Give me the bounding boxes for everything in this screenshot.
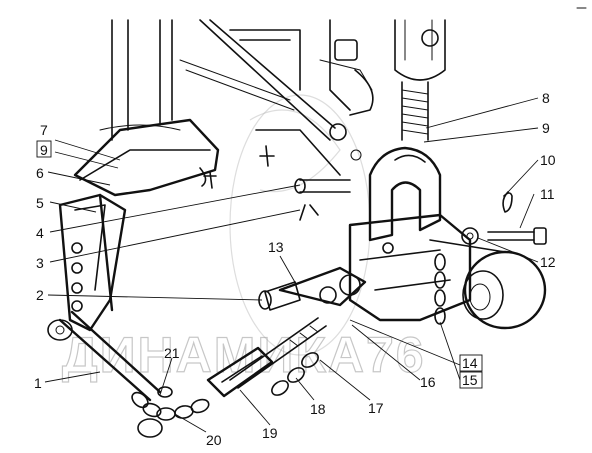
callout-14: 14 — [462, 355, 478, 371]
upper-link — [394, 19, 446, 141]
callout-6: 6 — [36, 165, 44, 181]
callout-5: 5 — [36, 195, 44, 211]
callout-12: 12 — [540, 254, 556, 270]
callout-19: 19 — [262, 425, 278, 441]
callout-11: 11 — [540, 186, 555, 202]
callout-13: 13 — [268, 239, 284, 255]
callout-17: 17 — [368, 400, 384, 416]
callout-10: 10 — [540, 152, 556, 168]
callout-20: 20 — [206, 432, 222, 448]
side-chain — [434, 253, 446, 325]
callout-14-box — [459, 354, 483, 372]
callout-8: 8 — [542, 90, 550, 106]
lower-arm — [47, 310, 163, 438]
bolt-washer-pin — [461, 191, 547, 245]
lower-chain — [131, 352, 319, 421]
main-bracket — [58, 118, 275, 332]
tractor-frame — [99, 19, 374, 176]
callout-16: 16 — [420, 374, 436, 390]
callout-1: 1 — [34, 375, 42, 391]
callout-21: 21 — [164, 345, 180, 361]
callout-3: 3 — [36, 255, 44, 271]
tension-link — [206, 317, 327, 398]
cross-pins — [294, 178, 351, 221]
leader-lines — [44, 97, 539, 433]
hitch-yoke — [348, 146, 472, 322]
callouts: 7 9 6 5 4 3 2 1 8 9 10 11 12 13 14 15 16… — [34, 90, 556, 448]
callout-18: 18 — [310, 401, 326, 417]
callout-9-boxed: 9 — [40, 142, 48, 158]
watermark-text: ДИНАМИКА76 — [62, 327, 426, 383]
callout-9: 9 — [542, 120, 550, 136]
hitch-socket — [429, 239, 547, 330]
callout-7: 7 — [40, 122, 48, 138]
callout-9-box — [36, 140, 52, 158]
callout-4: 4 — [36, 225, 44, 241]
callout-2: 2 — [36, 287, 44, 303]
callout-15: 15 — [462, 372, 478, 388]
turnbuckle — [258, 266, 367, 311]
callout-15-box — [459, 371, 483, 389]
